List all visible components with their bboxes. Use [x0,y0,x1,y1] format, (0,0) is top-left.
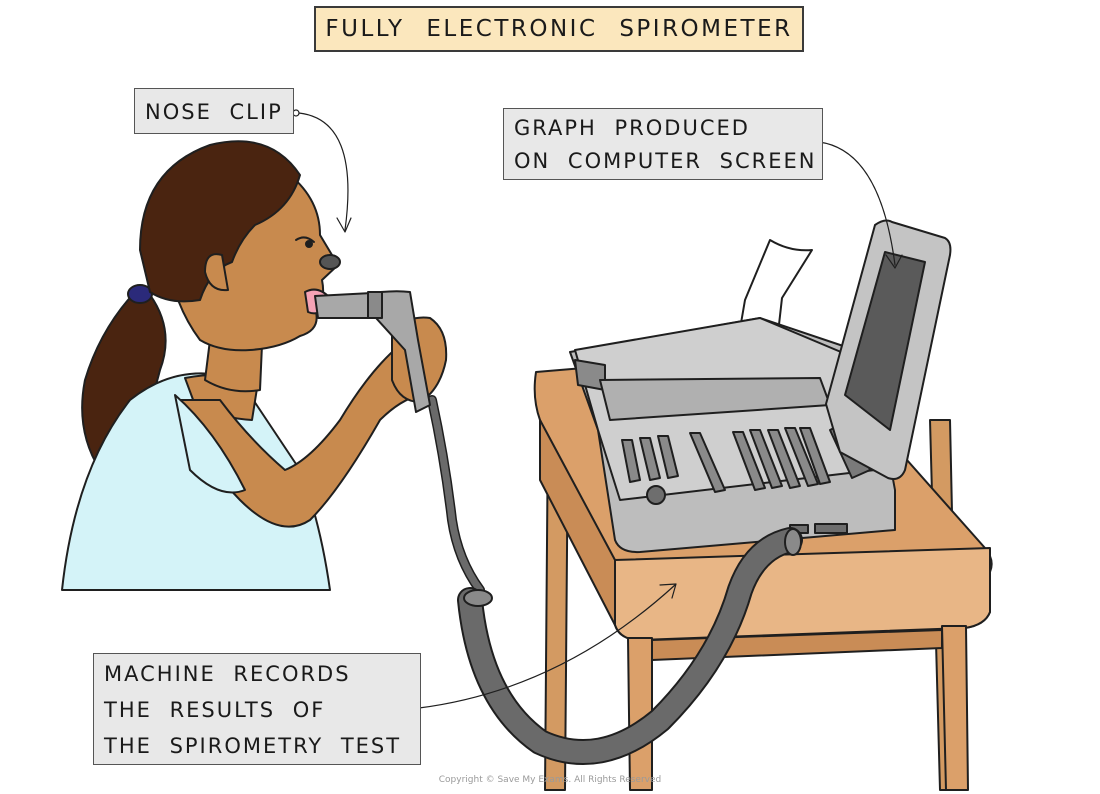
machine-label: MACHINE RECORDS THE RESULTS OF THE SPIRO… [93,653,421,765]
graph-label-line-1: GRAPH PRODUCED [514,116,750,140]
graph-label-line-2: ON COMPUTER SCREEN [514,149,817,173]
graph-label: GRAPH PRODUCED ON COMPUTER SCREEN [503,108,823,180]
nose-clip-label: NOSE CLIP [134,88,294,134]
diagram-title: FULLY ELECTRONIC SPIROMETER [314,6,804,52]
machine-label-line-1: MACHINE RECORDS [104,662,351,686]
copyright-text: Copyright © Save My Exams. All Rights Re… [438,775,662,785]
breathing-tube [427,395,803,765]
machine-label-line-2: THE RESULTS OF [104,698,326,722]
machine-label-line-3: THE SPIROMETRY TEST [104,734,402,758]
person [61,140,448,591]
nose-clip-label-text: NOSE CLIP [145,100,283,124]
spirometer-device [569,219,952,554]
